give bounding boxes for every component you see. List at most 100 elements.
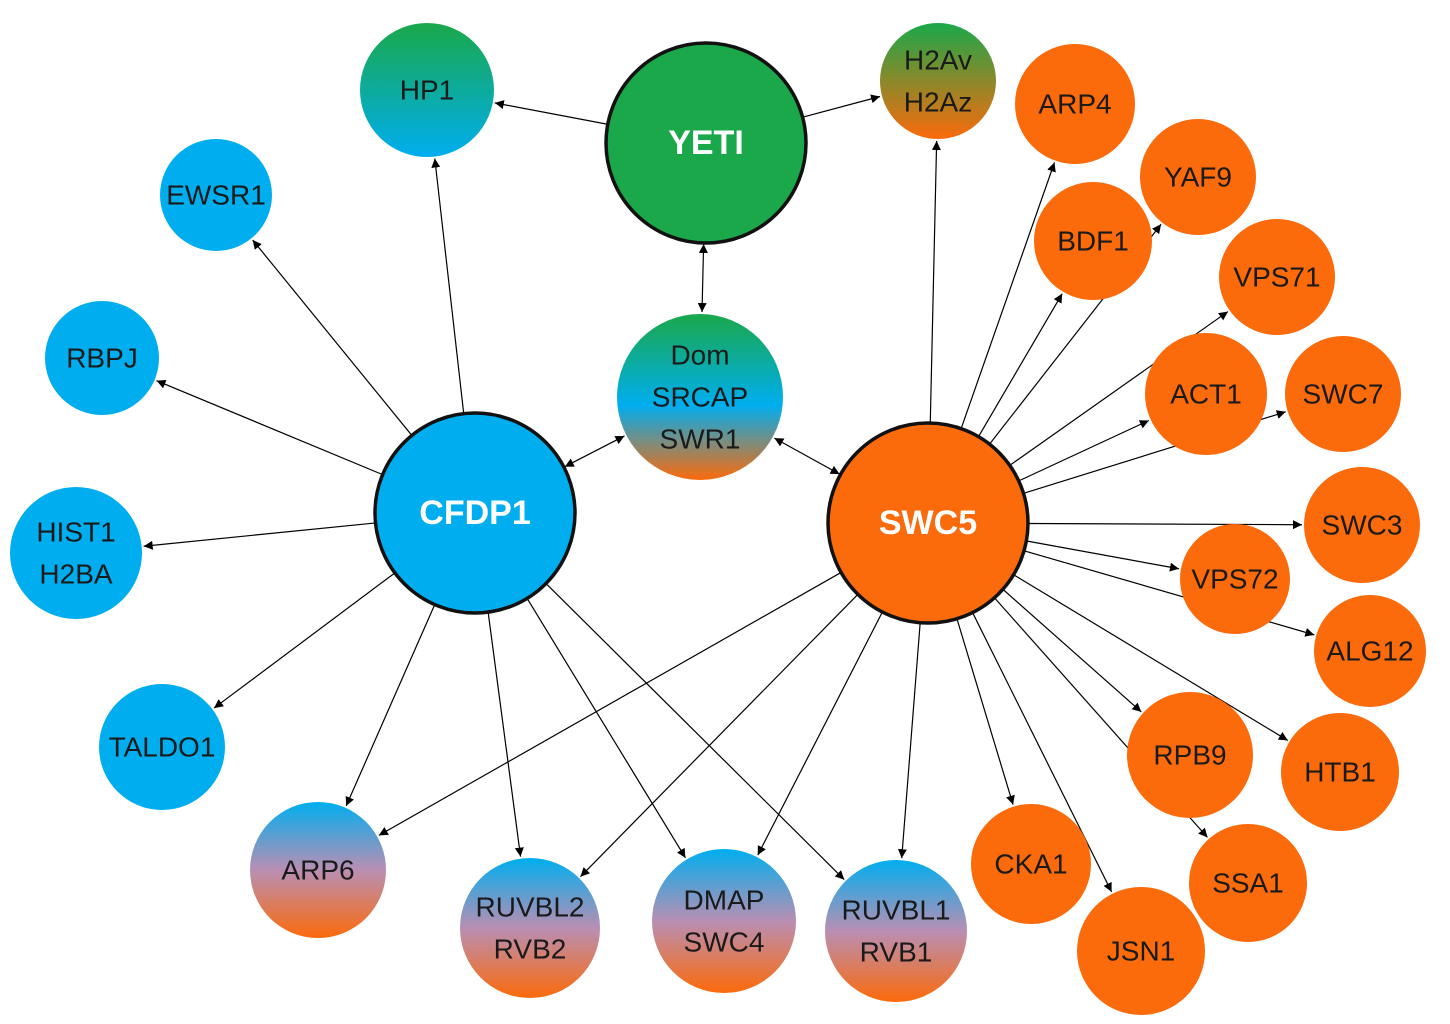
edge-yeti-to-hp1 bbox=[494, 100, 607, 125]
edge-cfdp1-to-rbpj bbox=[156, 379, 382, 475]
node-circle-hist1 bbox=[10, 487, 142, 619]
node-taldo1: TALDO1 bbox=[99, 684, 225, 810]
edge-cfdp1-to-ruvbl1 bbox=[546, 583, 845, 880]
node-circle-arp6 bbox=[250, 802, 386, 938]
node-jsn1: JSN1 bbox=[1077, 887, 1205, 1015]
node-label-alg12: ALG12 bbox=[1326, 636, 1413, 667]
node-label-vps71: VPS71 bbox=[1233, 262, 1320, 293]
edge-swc5-to-act1 bbox=[1019, 419, 1150, 482]
node-circle-htb1 bbox=[1281, 713, 1399, 831]
node-label-jsn1: JSN1 bbox=[1107, 936, 1175, 967]
node-label-ruvbl2-1: RUVBL2 bbox=[476, 892, 585, 923]
node-label-cfdp1: CFDP1 bbox=[419, 494, 530, 532]
node-label-dmap-2: SWC4 bbox=[684, 927, 765, 958]
edge-yeti-to-dom bbox=[697, 243, 708, 313]
node-label-arp6: ARP6 bbox=[281, 855, 354, 886]
node-circle-swc5 bbox=[826, 421, 1030, 625]
node-swc5: SWC5 bbox=[826, 421, 1030, 625]
edge-swc5-to-dmap bbox=[757, 612, 883, 856]
edge-swc5-to-vps72 bbox=[1027, 540, 1180, 572]
node-label-yeti: YETI bbox=[668, 124, 744, 162]
node-label-dmap-1: DMAP bbox=[684, 885, 765, 916]
node-label-act1: ACT1 bbox=[1170, 379, 1242, 410]
node-label-arp4: ARP4 bbox=[1038, 89, 1111, 120]
edge-swc5-to-h2av bbox=[929, 140, 941, 423]
node-label-hist1-1: HIST1 bbox=[36, 517, 115, 548]
edge-swc5-to-arp4 bbox=[960, 162, 1056, 428]
node-htb1: HTB1 bbox=[1281, 713, 1399, 831]
edge-yeti-to-h2av bbox=[803, 94, 881, 118]
edge-swc5-to-arp6 bbox=[378, 572, 841, 836]
node-circle-vps71 bbox=[1219, 219, 1335, 335]
node-circle-yeti bbox=[604, 41, 808, 245]
edge-cfdp1-to-arp6 bbox=[345, 605, 435, 807]
edge-cfdp1-to-ewsr1 bbox=[252, 239, 412, 436]
node-label-dom-3: SWR1 bbox=[660, 424, 741, 455]
node-circle-cka1 bbox=[971, 804, 1091, 924]
edge-swc5-to-ruvbl2 bbox=[580, 594, 858, 878]
node-circle-jsn1 bbox=[1077, 887, 1205, 1015]
node-label-ruvbl1-1: RUVBL1 bbox=[842, 895, 951, 926]
node-label-ruvbl2-2: RVB2 bbox=[494, 934, 567, 965]
node-label-yaf9: YAF9 bbox=[1164, 162, 1232, 193]
node-circle-ssa1 bbox=[1189, 824, 1307, 942]
node-rbpj: RBPJ bbox=[45, 301, 159, 415]
node-label-dom-2: SRCAP bbox=[652, 382, 748, 413]
node-arp6: ARP6 bbox=[250, 802, 386, 938]
node-rpb9: RPB9 bbox=[1127, 692, 1253, 818]
node-label-hp1: HP1 bbox=[400, 75, 454, 106]
node-label-swc3: SWC3 bbox=[1322, 510, 1403, 541]
node-circle-act1 bbox=[1145, 333, 1267, 455]
node-dmap: DMAP SWC4 bbox=[652, 849, 796, 993]
node-label-cka1: CKA1 bbox=[994, 849, 1067, 880]
node-ssa1: SSA1 bbox=[1189, 824, 1307, 942]
edge-layer bbox=[143, 94, 1315, 893]
edge-swc5-to-htb1 bbox=[1014, 574, 1289, 741]
node-label-htb1: HTB1 bbox=[1304, 757, 1376, 788]
node-ewsr1: EWSR1 bbox=[160, 139, 272, 251]
edge-swc5-to-dom bbox=[774, 437, 840, 475]
node-circle-ruvbl2 bbox=[460, 858, 600, 998]
node-vps71: VPS71 bbox=[1219, 219, 1335, 335]
edge-swc5-to-jsn1 bbox=[972, 613, 1113, 893]
edge-cfdp1-to-dmap bbox=[527, 598, 686, 859]
node-bdf1: BDF1 bbox=[1034, 182, 1152, 300]
node-circle-ruvbl1 bbox=[825, 860, 967, 1002]
node-act1: ACT1 bbox=[1145, 333, 1267, 455]
node-alg12: ALG12 bbox=[1314, 595, 1426, 707]
node-label-rbpj: RBPJ bbox=[66, 343, 138, 374]
node-label-swc7: SWC7 bbox=[1303, 379, 1384, 410]
edge-cfdp1-to-dom bbox=[564, 435, 625, 468]
node-swc3: SWC3 bbox=[1304, 467, 1420, 583]
node-hp1: HP1 bbox=[360, 23, 494, 157]
node-label-swc5: SWC5 bbox=[879, 504, 977, 542]
node-label-rpb9: RPB9 bbox=[1153, 740, 1226, 771]
edge-swc5-to-ruvbl1 bbox=[897, 623, 921, 859]
edge-cfdp1-to-ruvbl2 bbox=[487, 613, 524, 857]
node-arp4: ARP4 bbox=[1015, 44, 1135, 164]
node-label-hist1-2: H2BA bbox=[39, 559, 112, 590]
node-swc7: SWC7 bbox=[1285, 336, 1401, 452]
edge-cfdp1-to-hist1 bbox=[143, 522, 375, 550]
edge-cfdp1-to-hp1 bbox=[431, 158, 465, 413]
node-yaf9: YAF9 bbox=[1140, 119, 1256, 235]
node-label-ruvbl1-2: RVB1 bbox=[860, 937, 933, 968]
edge-swc5-to-swc3 bbox=[1028, 520, 1303, 530]
node-circle-hp1 bbox=[360, 23, 494, 157]
node-circle-dmap bbox=[652, 849, 796, 993]
node-circle-swc7 bbox=[1285, 336, 1401, 452]
node-vps72: VPS72 bbox=[1180, 524, 1290, 634]
edge-swc5-to-rpb9 bbox=[1003, 589, 1142, 713]
node-label-dom-1: Dom bbox=[670, 340, 729, 371]
node-circle-ewsr1 bbox=[160, 139, 272, 251]
node-label-ssa1: SSA1 bbox=[1212, 868, 1284, 899]
node-label-vps72: VPS72 bbox=[1191, 564, 1278, 595]
node-yeti: YETI bbox=[604, 41, 808, 245]
